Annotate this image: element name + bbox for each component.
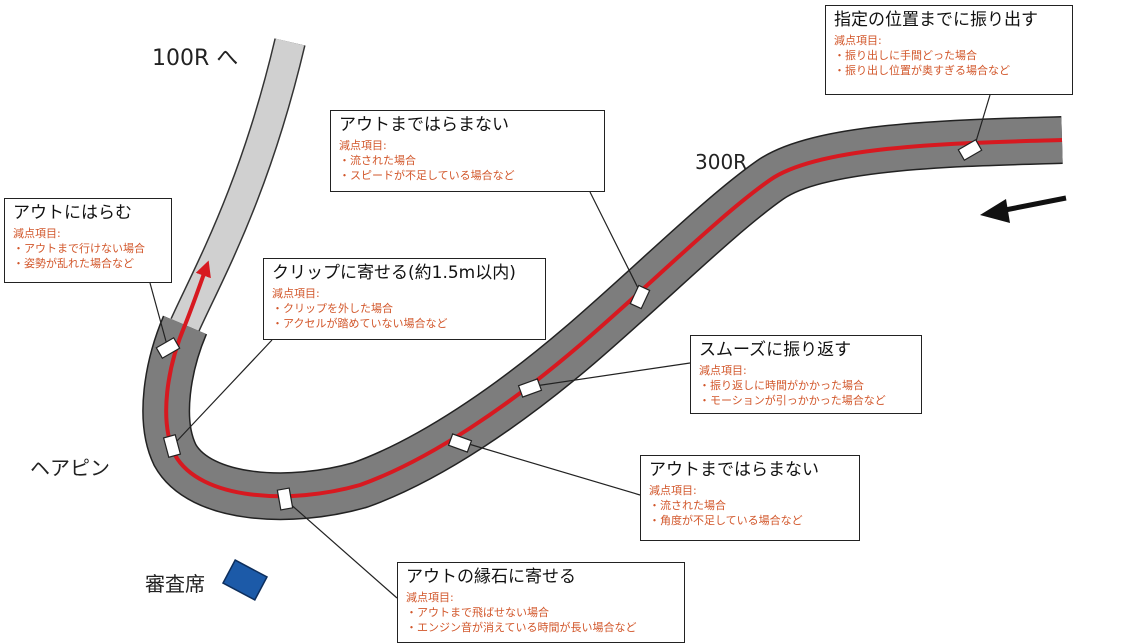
note-item: ・振り出し位置が奥すぎる場合など <box>834 64 1010 77</box>
note-subtitle: 減点項目: <box>339 139 387 152</box>
car-marker <box>155 336 181 360</box>
note-box-transition: スムーズに振り返す 減点項目: ・振り返しに時間がかかった場合 ・モーションが引… <box>690 335 922 414</box>
note-box-no-run-wide-1: アウトまではらまない 減点項目: ・流された場合 ・スピードが不足している場合な… <box>330 110 605 192</box>
note-title: スムーズに振り返す <box>699 340 852 360</box>
note-item: ・アクセルが踏めていない場合など <box>272 317 448 330</box>
leader-line-3 <box>149 282 168 346</box>
note-box-kickout: 指定の位置までに振り出す 減点項目: ・振り出しに手間どった場合 ・振り出し位置… <box>825 5 1073 95</box>
note-subtitle: 減点項目: <box>406 591 454 604</box>
route-100r-label: 100R へ <box>152 46 239 71</box>
note-box-outer-curb: アウトの縁石に寄せる 減点項目: ・アウトまで飛ばせない場合 ・エンジン音が消え… <box>397 562 685 643</box>
car-marker <box>162 434 182 458</box>
note-item: ・アウトまで飛ばせない場合 <box>406 606 549 619</box>
car-marker <box>517 378 543 398</box>
note-title: アウトにはらむ <box>13 203 132 223</box>
leader-line-1 <box>973 94 991 149</box>
note-item: ・クリップを外した場合 <box>272 302 393 315</box>
note-item: ・振り出しに手間どった場合 <box>834 49 977 62</box>
note-box-clip: クリップに寄せる(約1.5m以内) 減点項目: ・クリップを外した場合 ・アクセ… <box>263 258 546 340</box>
leader-line-6 <box>461 441 641 496</box>
note-title: 指定の位置までに振り出す <box>834 10 1038 30</box>
leader-line-7 <box>287 501 398 599</box>
leader-line-5 <box>534 362 691 387</box>
route-300r-label: 300R <box>695 150 748 174</box>
note-item: ・流された場合 <box>649 499 726 512</box>
note-title: アウトまではらまない <box>649 460 819 480</box>
judges-seat-marker <box>221 559 269 601</box>
note-item: ・流された場合 <box>339 154 416 167</box>
leader-line-4 <box>175 339 273 443</box>
note-subtitle: 減点項目: <box>649 484 697 497</box>
note-box-no-run-wide-2: アウトまではらまない 減点項目: ・流された場合 ・角度が不足している場合など <box>640 455 860 541</box>
direction-arrow-icon <box>980 195 1067 223</box>
note-subtitle: 減点項目: <box>13 227 61 240</box>
car-marker <box>276 487 294 511</box>
note-item: ・モーションが引っかかった場合など <box>699 394 886 407</box>
hairpin-label: ヘアピン <box>30 456 110 480</box>
note-box-run-wide: アウトにはらむ 減点項目: ・アウトまで行けない場合 ・姿勢が乱れた場合など <box>4 198 172 283</box>
note-item: ・スピードが不足している場合など <box>339 169 515 182</box>
note-item: ・振り返しに時間がかかった場合 <box>699 379 864 392</box>
car-marker <box>957 138 983 162</box>
note-subtitle: 減点項目: <box>834 34 882 47</box>
note-title: アウトまではらまない <box>339 115 509 135</box>
note-subtitle: 減点項目: <box>272 287 320 300</box>
note-item: ・エンジン音が消えている時間が長い場合など <box>406 621 637 634</box>
note-subtitle: 減点項目: <box>699 364 747 377</box>
leader-line-2 <box>589 191 639 289</box>
car-marker <box>629 284 651 310</box>
note-item: ・アウトまで行けない場合 <box>13 242 145 255</box>
note-title: クリップに寄せる(約1.5m以内) <box>272 263 516 283</box>
car-marker <box>447 433 473 453</box>
note-item: ・角度が不足している場合など <box>649 514 803 527</box>
judges-seat-label: 審査席 <box>145 572 205 596</box>
note-item: ・姿勢が乱れた場合など <box>13 257 134 270</box>
note-title: アウトの縁石に寄せる <box>406 567 576 587</box>
